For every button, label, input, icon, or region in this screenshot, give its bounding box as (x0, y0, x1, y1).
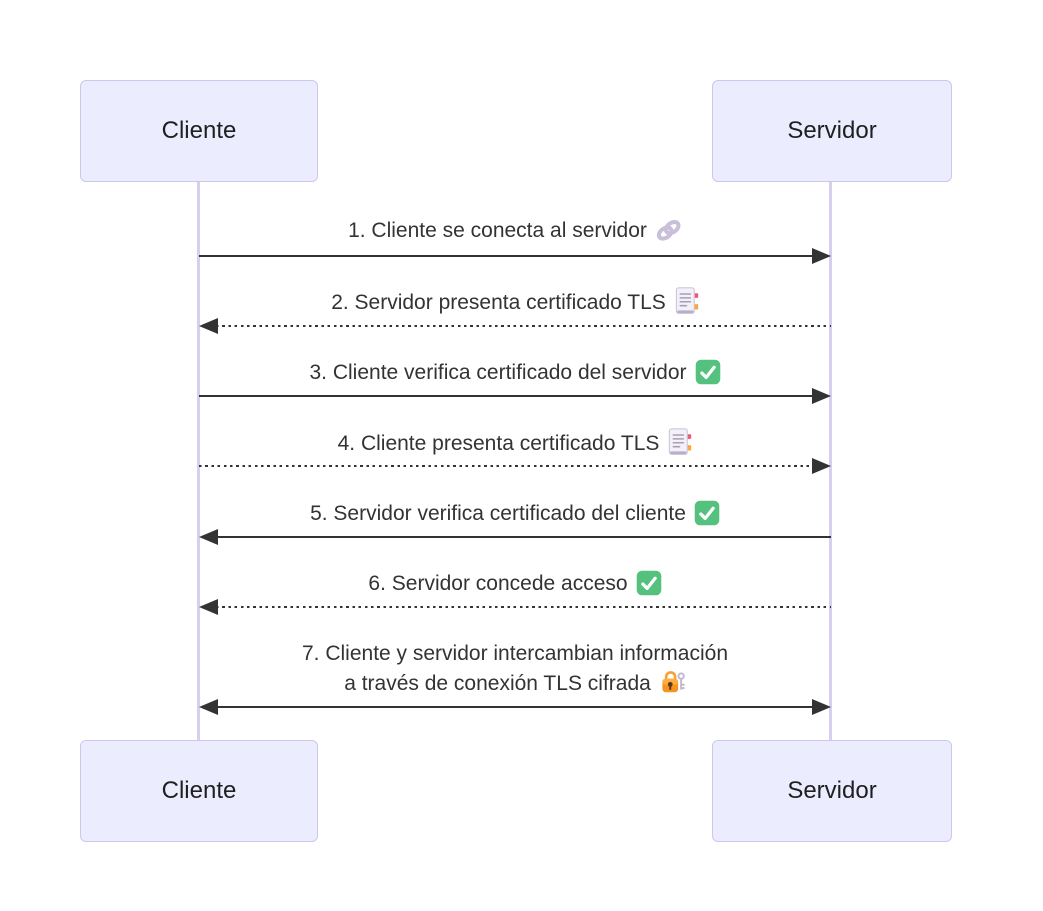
message-6-arrow (199, 599, 831, 615)
message-5-arrow (199, 529, 831, 545)
arrow-shaft (199, 394, 814, 398)
message-2-arrow (199, 318, 831, 334)
message-4-label: 4. Cliente presenta certificado TLS (199, 428, 831, 459)
arrow-shaft (199, 254, 814, 258)
arrowhead-right (812, 699, 831, 715)
link-icon (656, 220, 681, 241)
message-7-arrow (199, 699, 831, 715)
actor-servidor-bottom: Servidor (712, 740, 952, 842)
arrowhead-left (199, 599, 218, 615)
message-5-text: 5. Servidor verifica certificado del cli… (310, 502, 686, 525)
arrow-shaft (199, 464, 814, 468)
message-3-label: 3. Cliente verifica certificado del serv… (199, 358, 831, 388)
message-1-arrow (199, 248, 831, 264)
arrow-shaft (216, 705, 814, 709)
check-icon (636, 570, 661, 596)
arrowhead-left (199, 699, 218, 715)
actor-servidor-label: Servidor (787, 117, 877, 144)
message-4-text: 4. Cliente presenta certificado TLS (337, 432, 660, 455)
actor-cliente-top: Cliente (80, 80, 318, 182)
message-2-label: 2. Servidor presenta certificado TLS (199, 287, 831, 318)
check-icon (694, 500, 720, 526)
message-7-text-line1: 7. Cliente y servidor intercambian infor… (301, 642, 729, 665)
message-6-label: 6. Servidor concede acceso (199, 569, 831, 599)
message-7-line1: 7. Cliente y servidor intercambian infor… (199, 639, 831, 669)
message-3-arrow (199, 388, 831, 404)
lock-icon (662, 671, 685, 693)
arrow-shaft (216, 535, 831, 539)
arrow-shaft (216, 324, 831, 328)
message-1-text: 1. Cliente se conecta al servidor (348, 219, 647, 242)
lifeline-cliente (197, 182, 200, 740)
arrowhead-right (812, 248, 831, 264)
actor-cliente-label: Cliente (161, 777, 237, 804)
arrowhead-left (199, 529, 218, 545)
message-2-text: 2. Servidor presenta certificado TLS (331, 291, 666, 314)
arrowhead-left (199, 318, 218, 334)
actor-cliente-label: Cliente (161, 117, 237, 144)
actor-servidor-label: Servidor (787, 777, 877, 804)
certificate-icon (675, 287, 698, 315)
arrow-shaft (216, 605, 831, 609)
certificate-icon (669, 428, 692, 456)
actor-servidor-top: Servidor (712, 80, 952, 182)
message-7-label: 7. Cliente y servidor intercambian infor… (199, 639, 831, 699)
check-icon (695, 359, 720, 385)
message-7-line2: a través de conexión TLS cifrada (199, 669, 831, 699)
actor-cliente-bottom: Cliente (80, 740, 318, 842)
message-7-text-line2: a través de conexión TLS cifrada (344, 672, 651, 695)
message-1-label: 1. Cliente se conecta al servidor (199, 216, 831, 246)
message-3-text: 3. Cliente verifica certificado del serv… (309, 361, 687, 384)
message-6-text: 6. Servidor concede acceso (368, 572, 628, 595)
message-5-label: 5. Servidor verifica certificado del cli… (199, 499, 831, 529)
arrowhead-right (812, 388, 831, 404)
message-4-arrow (199, 458, 831, 474)
arrowhead-right (812, 458, 831, 474)
